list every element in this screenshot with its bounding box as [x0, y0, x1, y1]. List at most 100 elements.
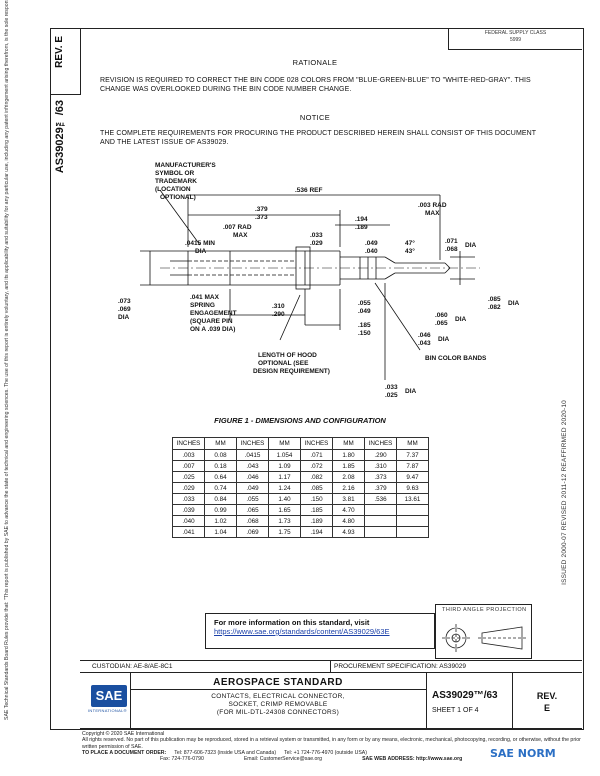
- table-cell: .379: [364, 482, 397, 494]
- table-cell: .003: [172, 449, 205, 461]
- table-cell: 9.63: [396, 482, 429, 494]
- dim-060-dia: DIA: [455, 316, 467, 323]
- dim-379: .379: [255, 206, 268, 213]
- table-cell: 0.84: [204, 493, 237, 505]
- table-header-cell: INCHES: [364, 437, 397, 450]
- table-cell: .049: [236, 482, 269, 494]
- document-number: AS39029™/63: [432, 690, 498, 701]
- table-header-row: INCHES MM INCHES MM INCHES MM INCHES MM: [172, 437, 429, 450]
- table-cell: 1.24: [268, 482, 301, 494]
- divider-custodian-mid: [330, 660, 331, 672]
- title-block-bottom: [80, 728, 582, 729]
- table-cell: [396, 504, 429, 516]
- table-cell: .150: [300, 493, 333, 505]
- table-cell: 0.18: [204, 460, 237, 472]
- table-cell: .029: [172, 482, 205, 494]
- table-cell: .033: [172, 493, 205, 505]
- dim-065: .065: [435, 320, 448, 327]
- footer-copyright: Copyright © 2020 SAE International: [82, 731, 165, 737]
- dim-0415-dia: DIA: [195, 248, 207, 255]
- table-cell: 4.80: [332, 515, 365, 527]
- footer-contact-row: Fax: 724-776-0790 Email: CustomerService…: [82, 756, 582, 762]
- footer-web[interactable]: SAE WEB ADDRESS: http://www.sae.org: [362, 756, 463, 763]
- dim-033b: .033: [385, 384, 398, 391]
- contact-dimension-drawing: MANUFACTURER'S SYMBOL OR TRADEMARK (LOCA…: [118, 162, 520, 399]
- dimensions-table: INCHES MM INCHES MM INCHES MM INCHES MM …: [172, 437, 429, 538]
- table-cell: .194: [300, 526, 333, 538]
- dim-189: .189: [355, 224, 368, 231]
- table-cell: 3.81: [332, 493, 365, 505]
- rationale-text: REVISION IS REQUIRED TO CORRECT THE BIN …: [100, 77, 531, 93]
- footer-tel: Tel: 877-606-7323 (inside USA and Canada…: [174, 749, 277, 756]
- dim-rad007: .007 RAD: [223, 224, 252, 231]
- dim-rad003-max: MAX: [425, 210, 440, 217]
- table-header-cell: INCHES: [236, 437, 269, 450]
- table-cell: 0.74: [204, 482, 237, 494]
- bin-color-bands-label: BIN COLOR BANDS: [425, 355, 487, 362]
- standard-title: AEROSPACE STANDARD: [213, 677, 343, 688]
- table-cell: .025: [172, 471, 205, 483]
- table-cell: [396, 515, 429, 527]
- dim-rad003: .003 RAD: [418, 202, 447, 209]
- dim-185: .185: [358, 322, 371, 329]
- table-cell: 0.64: [204, 471, 237, 483]
- table-cell: .185: [300, 504, 333, 516]
- table-cell: .069: [236, 526, 269, 538]
- dim-angle-43: 43°: [405, 247, 415, 255]
- table-cell: 0.99: [204, 504, 237, 516]
- table-cell: .007: [172, 460, 205, 472]
- table-cell: 1.40: [268, 493, 301, 505]
- title-divider-1: [130, 672, 131, 728]
- dim-060: .060: [435, 312, 448, 319]
- dim-033b-dia: DIA: [405, 388, 417, 395]
- dim-043: .043: [418, 340, 431, 347]
- table-cell: 1.75: [268, 526, 301, 538]
- hood-label-1: LENGTH OF HOOD: [258, 352, 317, 359]
- table-cell: [364, 515, 397, 527]
- mfr-label-4: (LOCATION: [155, 186, 191, 193]
- table-cell: [396, 526, 429, 538]
- dim-055: .055: [358, 300, 371, 307]
- dim-085: .085: [488, 296, 501, 303]
- more-info-box: For more information on this standard, v…: [205, 613, 435, 649]
- table-header-cell: MM: [396, 437, 429, 450]
- dim-angle-47: 47°: [405, 239, 415, 247]
- table-cell: .055: [236, 493, 269, 505]
- table-cell: 1.85: [332, 460, 365, 472]
- table-cell: 1.09: [268, 460, 301, 472]
- standard-link[interactable]: https://www.sae.org/standards/content/AS…: [214, 627, 390, 636]
- table-cell: 4.70: [332, 504, 365, 516]
- table-cell: .536: [364, 493, 397, 505]
- dim-ref: .536 REF: [295, 187, 322, 194]
- table-cell: 13.61: [396, 493, 429, 505]
- projection-label: THIRD ANGLE PROJECTION: [442, 607, 527, 613]
- table-cell: 7.87: [396, 460, 429, 472]
- custodian-text: CUSTODIAN: AE-8/AE-8C1: [92, 663, 173, 670]
- dim-029: .029: [310, 240, 323, 247]
- notice-text: THE COMPLETE REQUIREMENTS FOR PROCURING …: [100, 130, 537, 146]
- table-cell: 1.17: [268, 471, 301, 483]
- table-cell: 1.04: [204, 526, 237, 538]
- mfr-label-3: TRADEMARK: [155, 178, 197, 185]
- table-cell: 9.47: [396, 471, 429, 483]
- revision-value: E: [543, 703, 550, 713]
- footer-fax: Fax: 724-776-0790: [160, 756, 204, 763]
- sae-norm-watermark: SAE NORM: [490, 747, 556, 760]
- table-header-cell: MM: [332, 437, 365, 450]
- footer-email[interactable]: Email: CustomerService@sae.org: [243, 756, 323, 763]
- rationale-heading: RATIONALE: [292, 58, 338, 67]
- mfr-label-5: OPTIONAL): [160, 194, 196, 201]
- footer: Copyright © 2020 SAE International All r…: [82, 731, 582, 762]
- mfr-label-1: MANUFACTURER'S: [155, 162, 216, 169]
- dim-041-square: (SQUARE PIN: [190, 318, 233, 325]
- revision-label: REV.: [536, 691, 558, 701]
- revision-block: REV. E: [512, 690, 582, 714]
- notice-heading: NOTICE: [299, 113, 331, 122]
- dim-085-dia: DIA: [508, 300, 520, 307]
- table-header-cell: MM: [268, 437, 301, 450]
